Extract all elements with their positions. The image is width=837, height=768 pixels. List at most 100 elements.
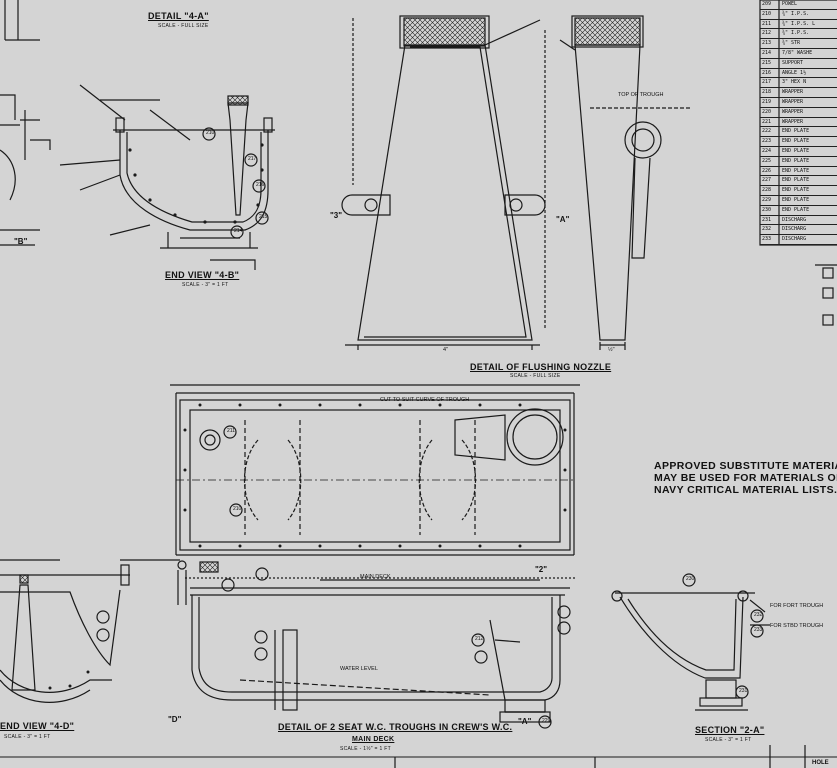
schedule-row: 214 7/8" WASHE bbox=[760, 49, 837, 59]
schedule-description: END PLATE bbox=[782, 177, 810, 184]
title-section-2a: SECTION "2-A" bbox=[695, 725, 765, 735]
schedule-number: 211 bbox=[762, 20, 772, 27]
schedule-description: ¾" I.P.S. bbox=[782, 30, 810, 37]
schedule-description: 3" HEX N bbox=[782, 79, 807, 86]
schedule-number: 216 bbox=[762, 69, 772, 76]
schedule-description: SUPPORT bbox=[782, 59, 804, 66]
schedule-number: 219 bbox=[762, 99, 772, 105]
schedule-number: 210 bbox=[762, 10, 772, 17]
footer-hole: HOLE bbox=[812, 760, 829, 766]
section-mark-a-trough: "A" bbox=[518, 717, 532, 726]
schedule-description: END PLATE bbox=[782, 197, 810, 203]
schedule-description: WRAPPER bbox=[782, 118, 804, 125]
schedule-description: WRAPPER bbox=[782, 99, 804, 105]
schedule-description: DISCHARG bbox=[782, 216, 807, 223]
schedule-row: 210 ¾" I.P.S. bbox=[760, 10, 837, 20]
section-2a-drawing bbox=[611, 573, 770, 711]
end-view-4d-drawing bbox=[0, 559, 180, 703]
schedule-row: 215 SUPPORT bbox=[760, 59, 837, 69]
schedule-description: DISCHARG bbox=[782, 226, 807, 233]
schedule-number: 221 bbox=[762, 118, 772, 125]
schedule-number: 220 bbox=[762, 108, 772, 115]
schedule-number: 227 bbox=[762, 177, 772, 184]
schedule-number: 226 bbox=[762, 167, 772, 174]
dim-water-level: WATER LEVEL bbox=[340, 666, 378, 672]
callout-232: 232 bbox=[754, 612, 763, 618]
callout-229: 229 bbox=[542, 718, 551, 724]
schedule-description: END PLATE bbox=[782, 138, 810, 145]
dim-nozzle-width: 4" bbox=[443, 347, 449, 353]
schedule-description: ¾" I.P.S. bbox=[782, 10, 810, 17]
parts-schedule-table bbox=[759, 0, 837, 246]
schedule-description: POWEL bbox=[782, 1, 798, 7]
schedule-number: 218 bbox=[762, 89, 772, 96]
flushing-nozzle-side bbox=[559, 15, 690, 350]
schedule-row: 212 ¾" I.P.S. bbox=[760, 29, 837, 40]
scale-troughs: SCALE - 1½" = 1 FT bbox=[340, 746, 391, 752]
schedule-number: 222 bbox=[762, 128, 772, 135]
schedule-number: 212 bbox=[762, 30, 772, 37]
title-end-view-4d: END VIEW "4-D" bbox=[0, 721, 75, 731]
note-line-3: NAVY CRITICAL MATERIAL LISTS. bbox=[654, 484, 837, 496]
schedule-number: 232 bbox=[762, 226, 772, 233]
schedule-row: 226 END PLATE bbox=[760, 167, 837, 177]
schedule-number: 223 bbox=[762, 138, 772, 145]
schedule-description: ¾" I.P.S. L bbox=[782, 20, 816, 27]
trough-elevation-view bbox=[177, 560, 575, 729]
section-mark-d: "D" bbox=[168, 715, 182, 724]
schedule-row: 223 END PLATE bbox=[760, 137, 837, 147]
schedule-row: 231 DISCHARG bbox=[760, 216, 837, 226]
schedule-number: 229 bbox=[762, 197, 772, 203]
schedule-description: END PLATE bbox=[782, 157, 810, 164]
schedule-description: ANGLE 1½ bbox=[782, 69, 807, 76]
right-edge-marks bbox=[815, 264, 837, 326]
callout-233: 233 bbox=[754, 627, 763, 633]
scale-end-view-4b: SCALE - 3" = 1 FT bbox=[182, 282, 229, 288]
schedule-row: 219 WRAPPER bbox=[760, 98, 837, 108]
schedule-description: WRAPPER bbox=[782, 108, 804, 115]
section-mark-3: "3" bbox=[330, 211, 343, 220]
schedule-row: 218 WRAPPER bbox=[760, 88, 837, 98]
schedule-row: 221 WRAPPER bbox=[760, 118, 837, 128]
dim-top-of-trough: TOP OF TROUGH bbox=[618, 92, 664, 98]
schedule-number: 224 bbox=[762, 148, 772, 154]
schedule-description: 7/8" WASHE bbox=[782, 50, 813, 56]
dim-cut-note: CUT TO SUIT CURVE OF TROUGH bbox=[380, 397, 470, 403]
scale-end-view-4d: SCALE - 3" = 1 FT bbox=[4, 734, 51, 740]
schedule-row: 227 END PLATE bbox=[760, 176, 837, 187]
schedule-description: END PLATE bbox=[782, 187, 810, 194]
title-flushing-nozzle: DETAIL OF FLUSHING NOZZLE bbox=[470, 362, 612, 372]
note-line-2: MAY BE USED FOR MATERIALS ON bbox=[654, 472, 837, 484]
schedule-number: 214 bbox=[762, 50, 772, 56]
schedule-row: 220 WRAPPER bbox=[760, 108, 837, 118]
left-partial-detail bbox=[0, 0, 51, 246]
section-mark-b: "B" bbox=[14, 237, 28, 246]
schedule-number: 215 bbox=[762, 59, 772, 66]
scale-detail-4a: SCALE - FULL SIZE bbox=[158, 23, 209, 29]
schedule-row: 216 ANGLE 1½ bbox=[760, 69, 837, 79]
section-mark-a-nozzle: "A" bbox=[556, 215, 570, 224]
dim-fwd-trough: FOR FORT TROUGH bbox=[770, 603, 824, 609]
callout-231: 231 bbox=[739, 688, 748, 694]
trough-plan-view bbox=[170, 384, 580, 556]
dim-stbd-trough: FOR STBD TROUGH bbox=[770, 623, 824, 629]
schedule-row: 229 END PLATE bbox=[760, 196, 837, 206]
schedule-description: WRAPPER bbox=[782, 89, 804, 96]
title-troughs: DETAIL OF 2 SEAT W.C. TROUGHS IN CREW'S … bbox=[278, 722, 513, 732]
schedule-description: END PLATE bbox=[782, 167, 810, 174]
callout-210-plan: 210 bbox=[233, 506, 242, 512]
schedule-number: 231 bbox=[762, 216, 772, 223]
schedule-description: DISCHARG bbox=[782, 236, 807, 243]
callout-211-plan: 211 bbox=[227, 428, 235, 434]
callout-212: 212 bbox=[475, 636, 484, 642]
